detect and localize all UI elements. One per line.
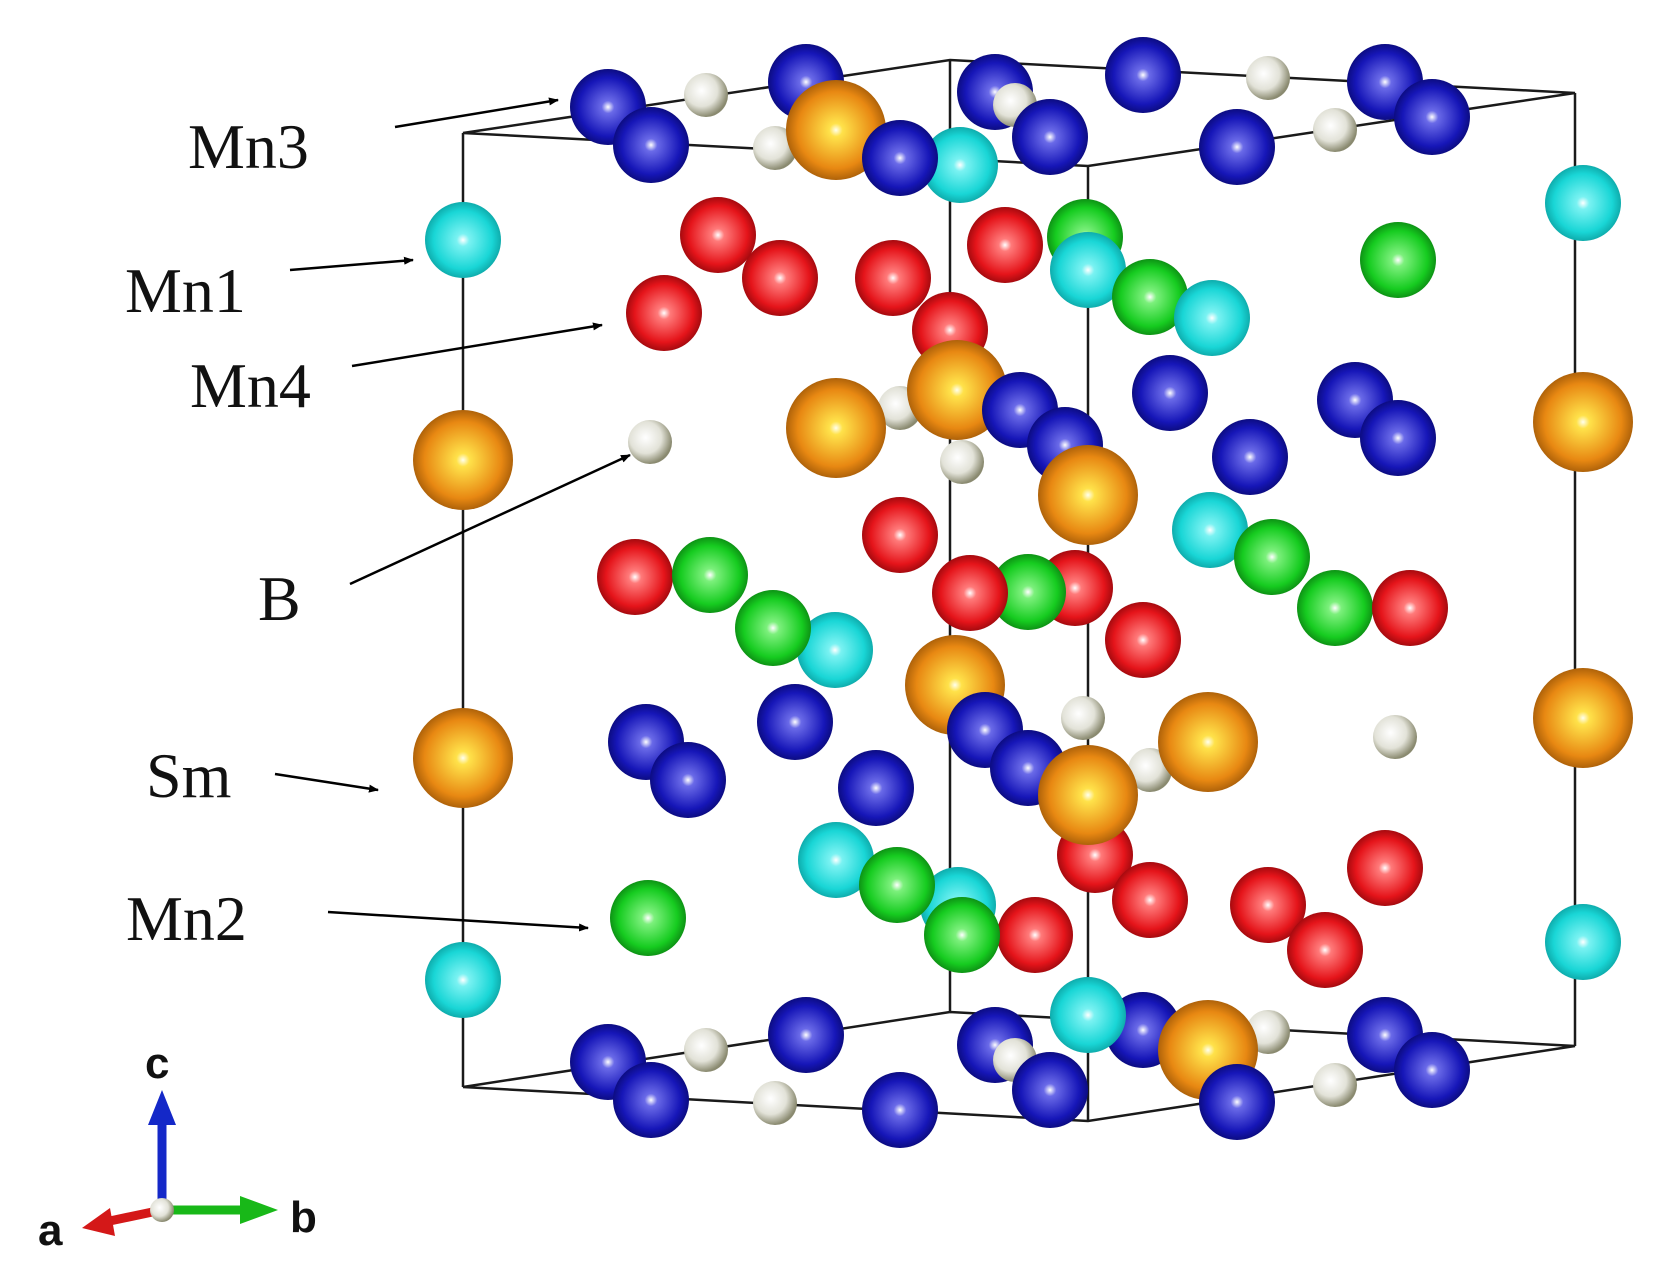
atom-mn2	[924, 897, 1000, 973]
atom-mn3	[1394, 1032, 1470, 1108]
atom-mn4	[680, 197, 756, 273]
atom-mn3	[757, 684, 833, 760]
atom-mn3	[1012, 1052, 1088, 1128]
atom-mn3	[1394, 79, 1470, 155]
atom-mn3	[613, 1062, 689, 1138]
atom-mn1	[797, 612, 873, 688]
atoms	[413, 37, 1633, 1148]
atom-mn2	[1112, 259, 1188, 335]
atom-mn4	[1230, 867, 1306, 943]
atom-sm	[1533, 372, 1633, 472]
atom-mn1	[798, 822, 874, 898]
atom-mn1	[1174, 280, 1250, 356]
atom-mn4	[862, 497, 938, 573]
label-mn1: Mn1	[125, 255, 246, 326]
atom-mn4	[967, 207, 1043, 283]
atom-b	[684, 73, 728, 117]
label-arrows	[274, 97, 631, 932]
atom-mn2	[672, 537, 748, 613]
label-mn4: Mn4	[190, 350, 311, 421]
arrow-mn2	[327, 910, 589, 932]
atom-mn3	[1199, 109, 1275, 185]
atom-b	[684, 1028, 728, 1072]
atom-mn4	[742, 240, 818, 316]
atom-b	[628, 420, 672, 464]
atom-mn4	[855, 240, 931, 316]
atom-b	[1313, 108, 1357, 152]
atom-b	[940, 440, 984, 484]
arrow-b	[349, 453, 631, 586]
atom-mn3	[650, 742, 726, 818]
arrow-sm	[274, 772, 379, 793]
atom-mn3	[838, 750, 914, 826]
atom-mn2	[1234, 519, 1310, 595]
atom-mn4	[626, 275, 702, 351]
axis-b-head	[240, 1196, 278, 1224]
atom-mn3	[1012, 99, 1088, 175]
atom-mn4	[1105, 602, 1181, 678]
atom-sm	[907, 340, 1007, 440]
atom-mn1	[922, 127, 998, 203]
atom-mn2	[859, 847, 935, 923]
axis-label-b: b	[290, 1193, 317, 1242]
atom-mn4	[1287, 912, 1363, 988]
atom-mn4	[1372, 570, 1448, 646]
atom-mn1	[425, 202, 501, 278]
axis-origin	[150, 1198, 174, 1222]
atom-mn3	[1132, 355, 1208, 431]
axis-a-head	[82, 1208, 115, 1236]
axis-label-c: c	[145, 1039, 169, 1088]
atom-b	[1373, 715, 1417, 759]
label-sm: Sm	[146, 740, 231, 811]
atom-mn3	[768, 997, 844, 1073]
atom-sm	[1158, 692, 1258, 792]
atom-mn1	[1545, 165, 1621, 241]
atom-mn3	[862, 120, 938, 196]
atom-sm	[1533, 668, 1633, 768]
atom-mn2	[1360, 222, 1436, 298]
atom-sm	[1038, 445, 1138, 545]
atom-mn2	[1297, 570, 1373, 646]
atom-mn4	[932, 555, 1008, 631]
atom-mn3	[613, 107, 689, 183]
label-mn2: Mn2	[126, 883, 247, 954]
atom-mn3	[1360, 400, 1436, 476]
atom-sm	[1038, 745, 1138, 845]
axis-triad: c b a	[38, 1039, 317, 1255]
atom-mn4	[1347, 830, 1423, 906]
atom-mn1	[1545, 904, 1621, 980]
arrow-mn1	[289, 256, 414, 272]
atom-sm	[413, 410, 513, 510]
atom-b	[753, 126, 797, 170]
atom-sm	[786, 80, 886, 180]
atom-mn3	[862, 1072, 938, 1148]
atom-mn3	[1199, 1064, 1275, 1140]
atom-mn1	[1050, 977, 1126, 1053]
atom-mn3	[1105, 37, 1181, 113]
atom-mn4	[597, 539, 673, 615]
label-b: B	[258, 563, 301, 634]
atom-sm	[786, 378, 886, 478]
atom-mn1	[1172, 492, 1248, 568]
atom-mn2	[990, 554, 1066, 630]
atom-mn2	[735, 590, 811, 666]
atom-b	[1246, 56, 1290, 100]
label-mn3: Mn3	[188, 111, 309, 182]
atom-mn3	[1212, 419, 1288, 495]
atom-mn2	[610, 880, 686, 956]
atom-b	[1061, 696, 1105, 740]
axis-label-a: a	[38, 1206, 63, 1255]
arrow-mn3	[394, 97, 559, 129]
site-labels: Mn3 Mn1 Mn4 B Sm Mn2	[125, 111, 311, 954]
atom-mn4	[997, 897, 1073, 973]
atom-b	[753, 1081, 797, 1125]
atom-b	[1313, 1063, 1357, 1107]
atom-sm	[413, 708, 513, 808]
atom-mn4	[1112, 862, 1188, 938]
atom-mn1	[1050, 232, 1126, 308]
arrow-mn4	[351, 322, 603, 368]
atom-mn1	[425, 942, 501, 1018]
axis-c-head	[148, 1090, 176, 1125]
